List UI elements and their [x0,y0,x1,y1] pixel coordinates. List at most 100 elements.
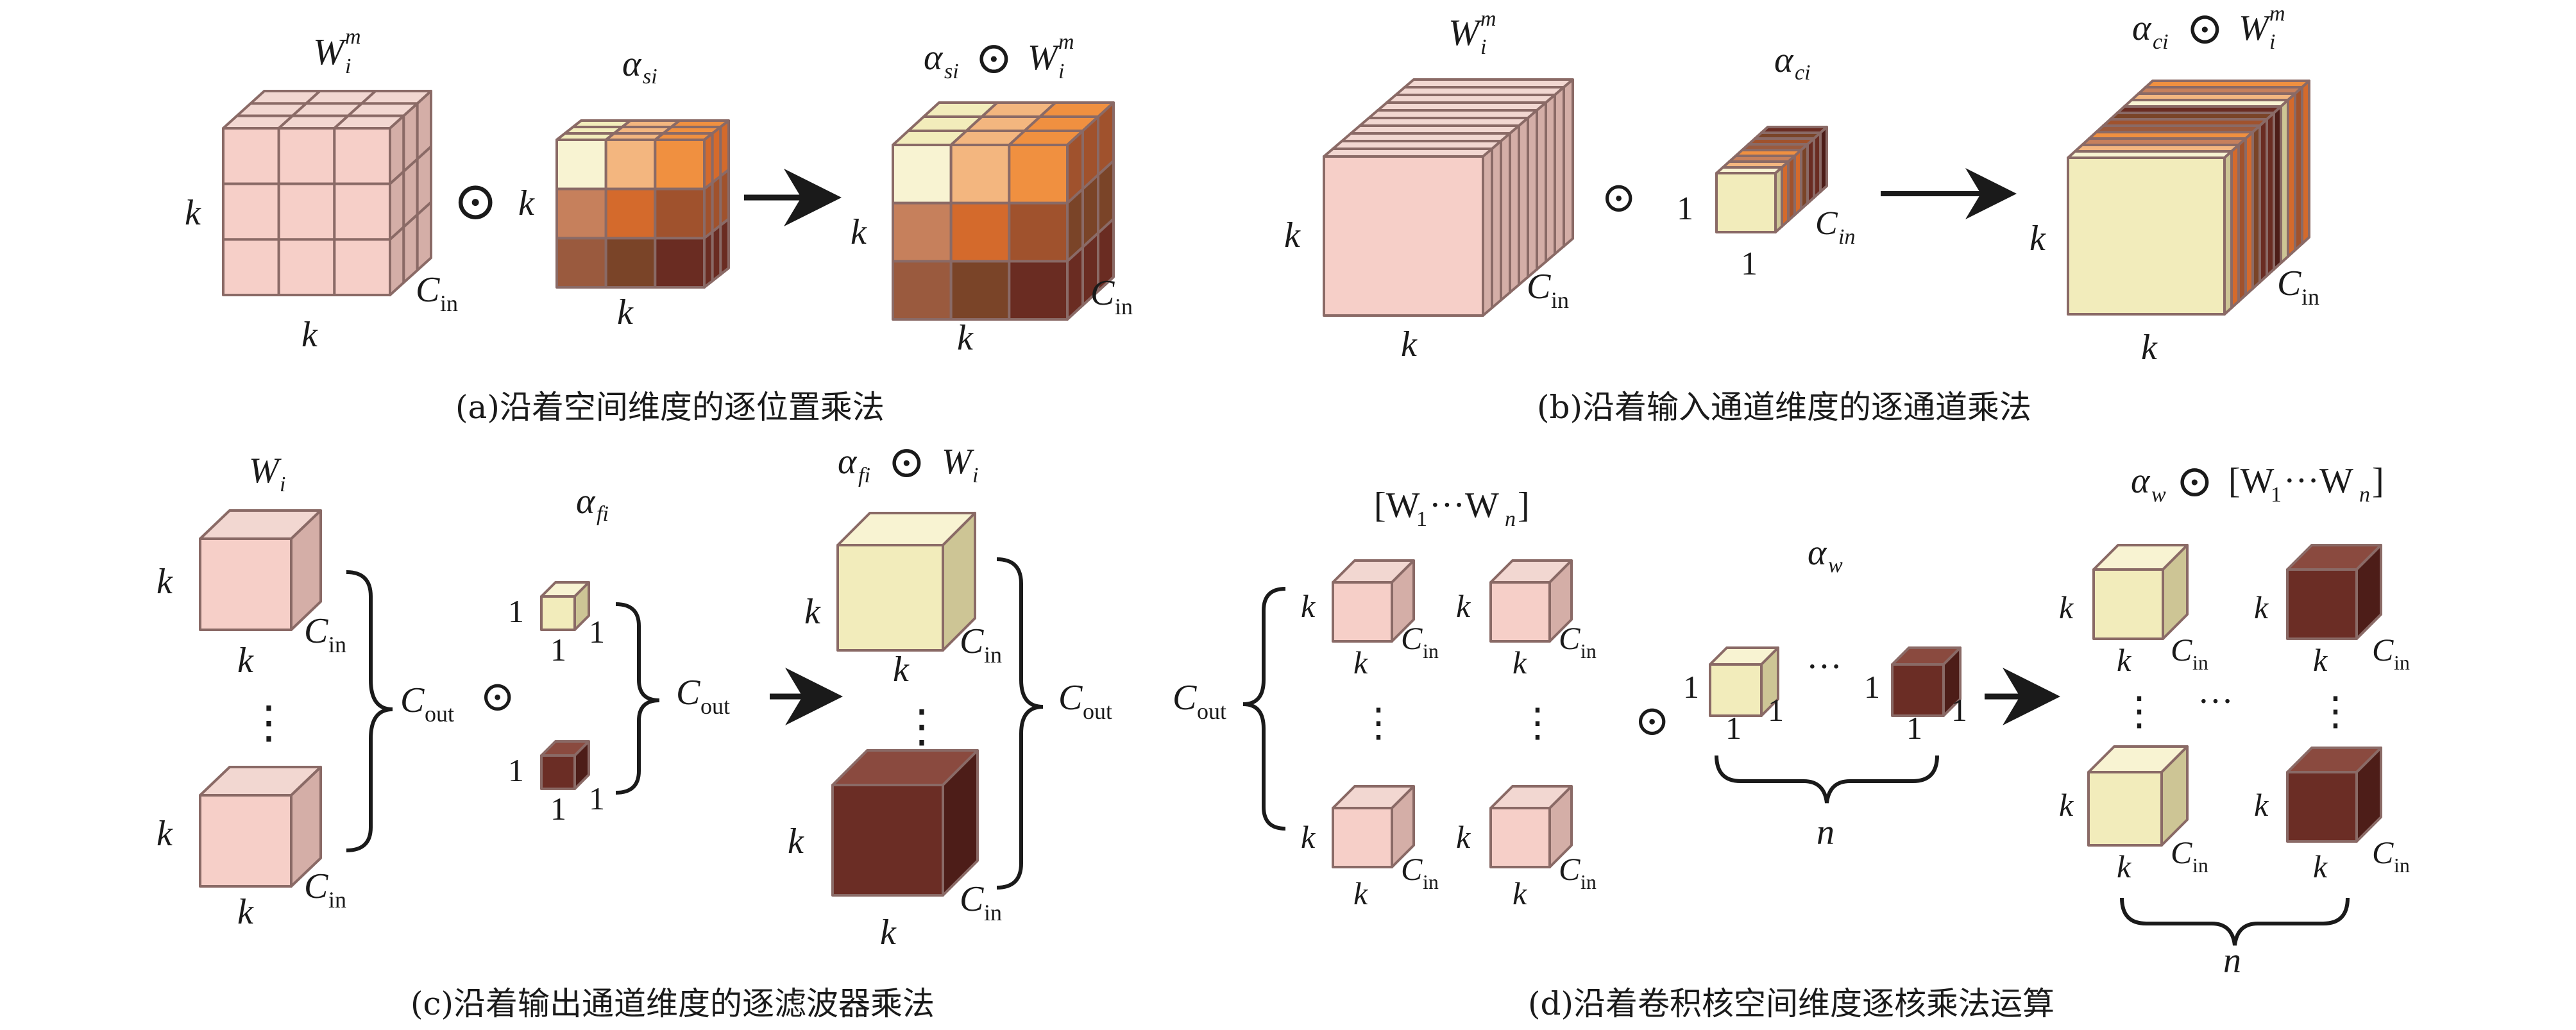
result-k-12-bottom: k [2313,642,2328,678]
cin-21-sub: in [1423,870,1439,893]
k-12-left: k [1456,588,1471,624]
k-label-left-bottom: k [157,814,173,854]
cin-subscript-small: in [1838,225,1855,249]
result-alpha: α [838,442,858,482]
weight-grid-cube [222,90,432,296]
panel-a-w-label: W i m [313,25,361,78]
w-label: W [249,451,282,491]
cube-front-face [555,237,607,289]
one-label-left: 1 [1677,190,1693,227]
cube-front-face [892,201,953,263]
cube-front-face [222,238,280,296]
result-w: W [2239,8,2271,48]
cube-front-face [1489,807,1551,868]
one-label-bottom: 1 [1741,246,1758,282]
result-cin-label: C [1090,273,1115,313]
cout-subscript-middle: out [700,693,730,719]
result-w-set-dots: ···W [2284,461,2353,501]
result-w-set-open: [W [2228,461,2275,501]
cube-side-face [719,217,730,276]
result-w-superscript: m [2269,2,2285,26]
result-k-21-left: k [2059,787,2074,823]
result-k-bottom: k [2141,328,2158,367]
one-label-left-top: 1 [508,593,524,629]
result-cube-12 [2286,544,2382,640]
hadamard-operator: ⊙ [1601,174,1636,221]
cube-front-face [2087,771,2163,847]
result-k-left-top: k [804,592,821,632]
result-cube-bottom [831,749,979,897]
cin-22: C [1559,851,1580,887]
k-21-bottom: k [1353,875,1368,911]
cube-front-face [2286,771,2358,843]
cube-front-face [949,260,1011,321]
result-label: α fi ⊙ W i [838,438,978,487]
w-label: W [1448,12,1482,53]
alpha-subscript: ci [1795,61,1811,85]
cin-label-top: C [304,611,328,651]
alpha-w-cube-last [1891,646,1962,717]
k-label-bottom-bottom: k [237,892,254,932]
result-label: α ci ⊙ W i m [2132,2,2285,54]
cube-front-face [892,260,953,321]
alpha-channel-stack [1715,126,1828,233]
result-w-set-sub1: 1 [2271,483,2282,507]
panel-b: W i m k k C in ⊙ α ci 1 1 C in α ci ⊙ W … [1284,2,2319,426]
kernel-cube-12 [1489,559,1573,643]
w-subscript: i [280,473,285,496]
one-label-right-top: 1 [589,614,605,650]
result-w-set-subn: n [2359,483,2370,507]
cube-front-face [604,187,657,240]
result-alpha: α [2131,461,2151,501]
alpha-cube-bottom [540,740,590,790]
k-label-bottom-small: k [617,292,634,332]
hadamard-operator: ⊙ [480,673,515,720]
result-cin-21: C [2171,834,2192,870]
k-label-bottom-top: k [237,641,254,680]
result-k-left: k [851,212,867,252]
result-cin-label: C [2277,264,2301,303]
cin-label: C [1527,267,1551,307]
cube-front-face [333,238,391,296]
w-set-close: ] [1518,485,1530,525]
cout-brace-left [346,570,393,852]
k-label-left: k [1284,215,1301,255]
cube-front-face [1332,807,1393,868]
one-label-left-bottom: 1 [508,752,524,788]
slab-side [1563,78,1574,248]
hadamard-operator: ⊙ [453,172,498,232]
cout-brace-right [996,557,1044,890]
cube-front-face [277,238,336,296]
alpha-w-cube-first [1709,646,1779,717]
slab-side [1554,86,1565,255]
result-k-left: k [2029,219,2046,258]
result-cin-12-sub: in [2394,651,2410,674]
result-cin-subscript: in [1115,294,1133,319]
result-cube-11 [2092,544,2189,640]
result-n-brace [2120,897,2350,946]
result-alpha: α [924,38,944,78]
result-alpha: α [2132,8,2152,48]
cube-front-face [199,794,292,888]
slab-side [1491,140,1502,309]
cout-label: C [400,680,425,720]
result-k-22-left: k [2254,787,2269,823]
k-label-bottom: k [1401,325,1418,364]
one-first-bottom: 1 [1725,710,1741,746]
result-w-subscript: i [972,464,978,487]
cube-front-face [604,237,657,289]
alpha-label: α [576,482,596,521]
result-w: W [1028,38,1060,78]
slab-side [1509,124,1520,294]
result-cin-subscript-top: in [984,642,1002,668]
result-operator: ⊙ [888,438,926,487]
k-11-left: k [1301,588,1316,624]
result-label: α si ⊙ W i m [924,30,1074,83]
result-w-set-close: ] [2372,461,2384,501]
result-cout-subscript: out [1083,698,1112,724]
result-alpha-subscript: si [944,60,959,83]
result-k-12-left: k [2254,589,2269,625]
result-hdots: ··· [2198,682,2233,722]
cube-front-face [654,187,706,240]
